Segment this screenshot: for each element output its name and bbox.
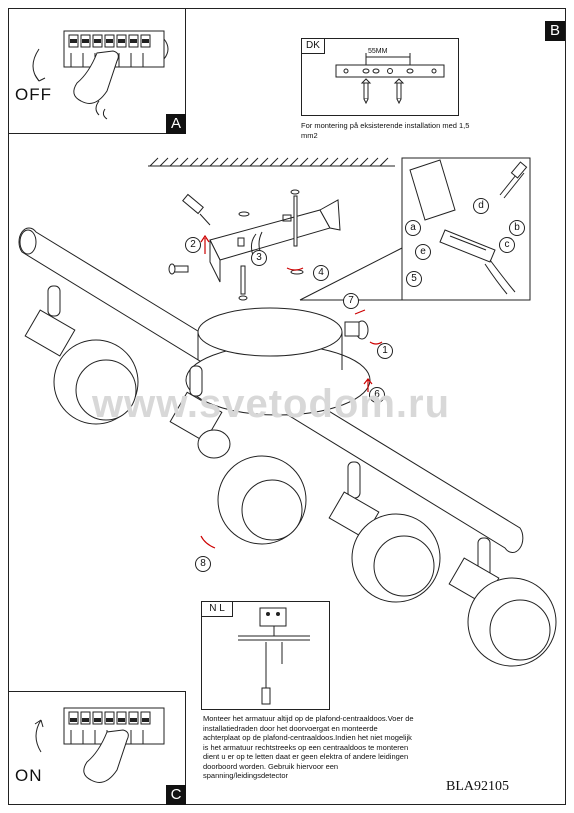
step-6: 6 [369,387,385,403]
model-reference: BLA92105 [446,779,509,794]
dk-dimension-label: 55MM [368,48,388,55]
nl-wiring-box: N L [201,601,330,710]
detail-leader-line [299,247,403,301]
mounting-plate-drawing [335,53,445,105]
panel-c-letter: C [166,785,186,805]
page-frame [8,8,566,805]
dk-caption: For montering på eksisterende installati… [301,121,470,140]
letter-e: e [415,244,431,260]
panel-c-switch-on: ON C [8,691,186,805]
spotlight-1 [24,285,139,425]
ceiling-hatch [149,157,389,167]
dk-mounting-box: DK 55MM [301,38,459,116]
screwdriver-icon [182,193,211,226]
dk-country-code: DK [302,39,325,54]
step-4: 4 [313,265,329,281]
letter-c: c [499,237,515,253]
ceiling-canopy [185,307,371,416]
motion-arrows [200,234,383,549]
letter-d: d [473,198,489,214]
spotlight-4 [448,537,557,667]
wiring-drawing [238,607,310,705]
breaker-off-illustration [32,30,169,120]
nl-country-code: N L [202,602,233,617]
nl-caption: Monteer het armatuur altijd op de plafon… [203,714,414,780]
letter-b: b [509,220,525,236]
letter-a: a [405,220,421,236]
panel-a-switch-off: OFF A [8,8,186,134]
fixing-knob [344,320,369,340]
off-label: OFF [15,85,52,104]
watermark: www.svetodom.ru [92,382,451,426]
step-5: 5 [406,271,422,287]
step-3: 3 [251,250,267,266]
terminal-block-drawing [409,159,528,295]
breaker-on-illustration [34,707,165,783]
panel-a-letter: A [166,114,186,134]
spotlight-2 [169,365,307,545]
step-1: 1 [377,343,393,359]
spotlight-3 [328,461,441,603]
on-label: ON [15,766,43,785]
step-7: 7 [343,293,359,309]
mounting-bracket [209,199,341,283]
step-2: 2 [185,237,201,253]
step-8: 8 [195,556,211,572]
panel-b-letter: B [545,21,565,41]
